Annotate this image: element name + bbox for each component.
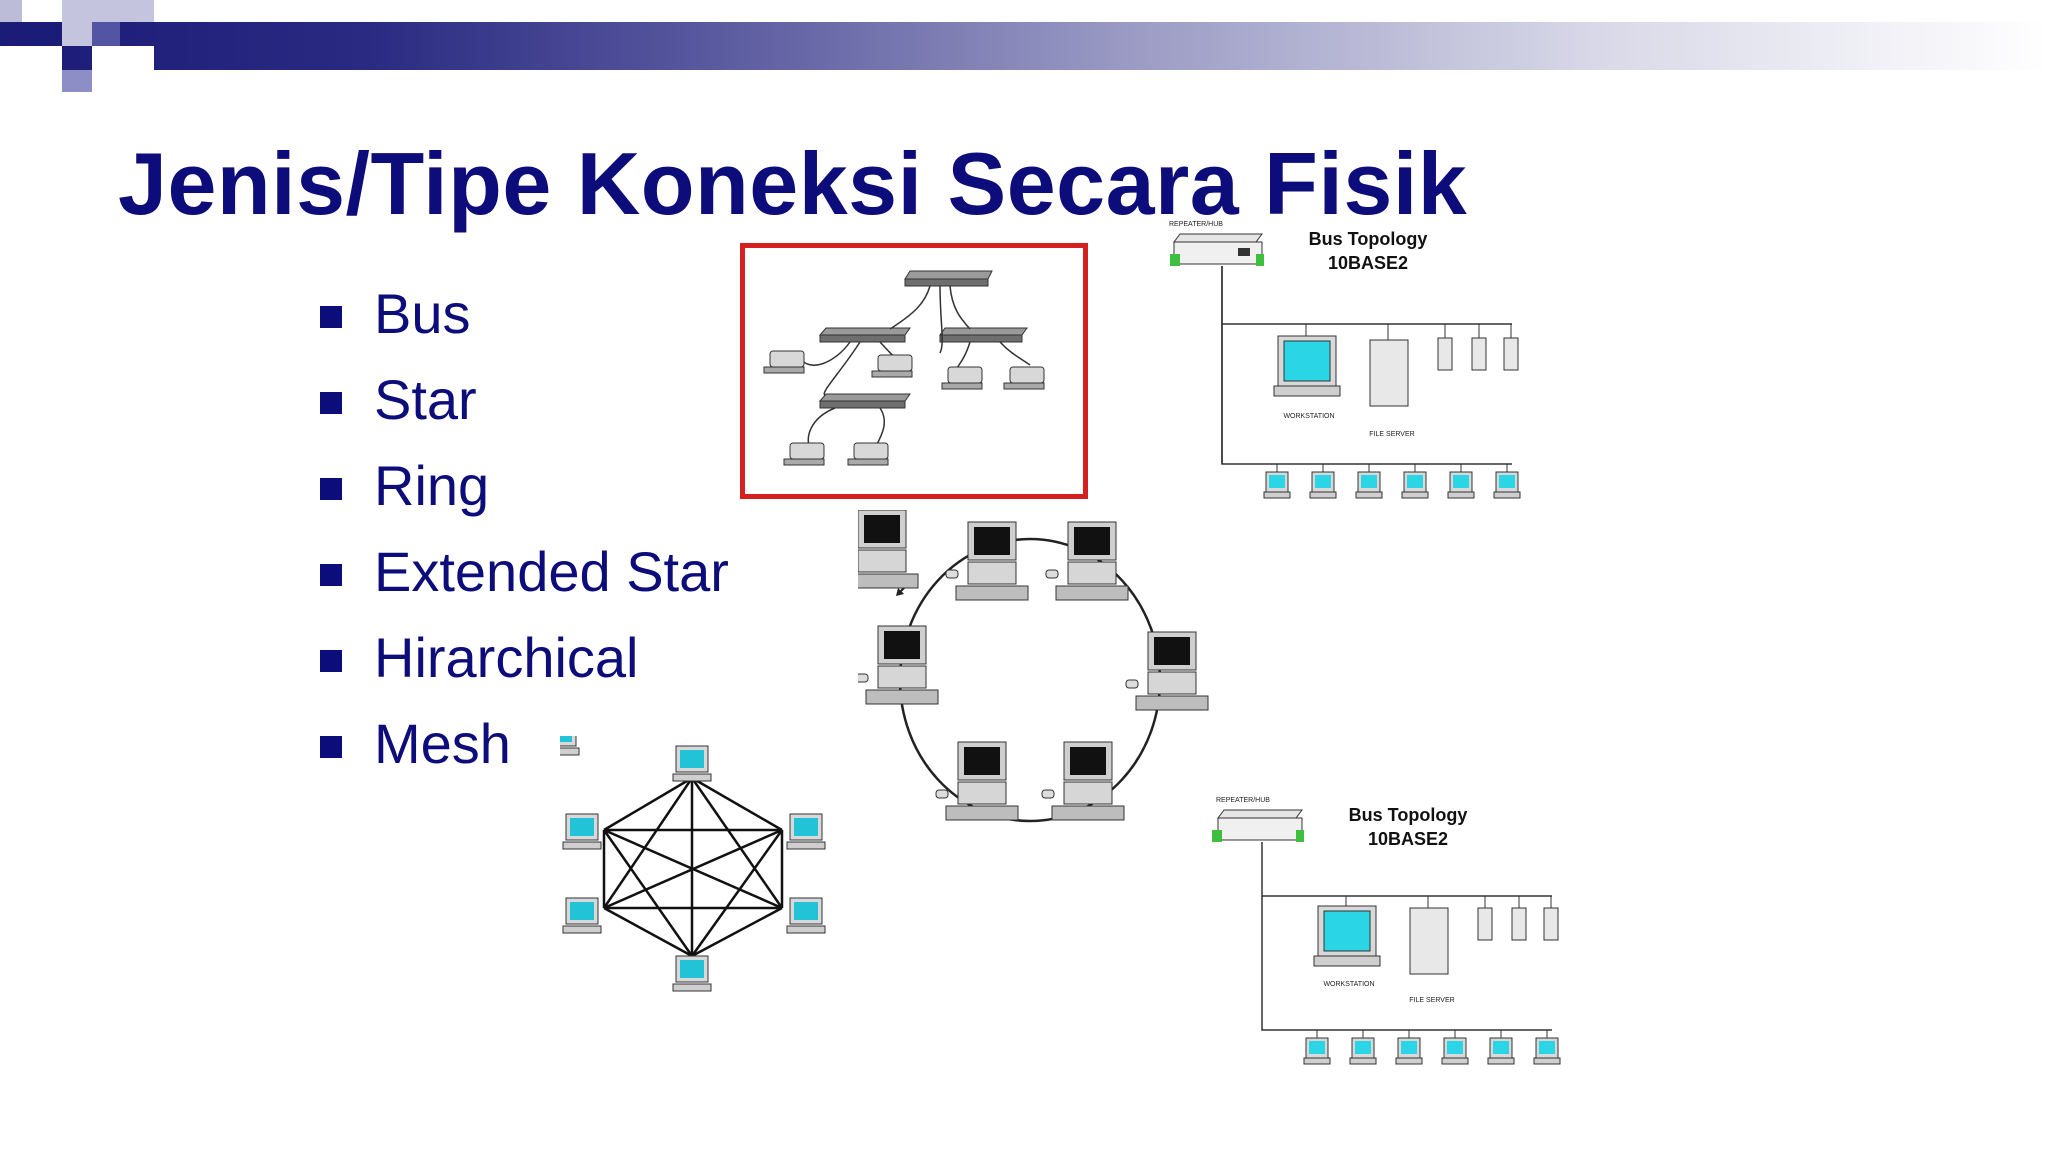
bus-topology-figure-top: REPEATER/HUB Bus Topology 10BASE2 WORKST… bbox=[1166, 214, 1546, 514]
mesh-topology-figure bbox=[560, 736, 836, 998]
bullet-square-icon bbox=[320, 478, 342, 500]
hub-icon bbox=[904, 270, 993, 287]
server-icon bbox=[1369, 324, 1409, 407]
device-icon bbox=[871, 354, 913, 378]
computer-icon bbox=[1045, 521, 1129, 601]
header-square bbox=[92, 22, 120, 46]
bus-topology-figure-bottom: REPEATER/HUB Bus Topology 10BASE2 WORKST… bbox=[1206, 790, 1586, 1090]
device-icon bbox=[1477, 896, 1493, 941]
computer-icon bbox=[786, 897, 826, 934]
server-label: FILE SERVER bbox=[1369, 431, 1414, 438]
computer-icon bbox=[1487, 1030, 1515, 1065]
device-icon bbox=[783, 442, 825, 466]
header-bar bbox=[0, 22, 2048, 70]
bullet-item-mesh: Mesh bbox=[318, 712, 729, 798]
header-square bbox=[0, 0, 22, 22]
header-square bbox=[22, 22, 62, 46]
bullet-square-icon bbox=[320, 392, 342, 414]
bullet-square-icon bbox=[320, 650, 342, 672]
hierarchical-topology-figure bbox=[740, 243, 1088, 499]
bus-title-line1: Bus Topology bbox=[1309, 229, 1428, 249]
computer-icon bbox=[1125, 631, 1209, 711]
computer-icon bbox=[858, 510, 919, 589]
hub-label: REPEATER/HUB bbox=[1169, 221, 1223, 228]
workstation-icon bbox=[1273, 324, 1341, 397]
computer-icon bbox=[1303, 1030, 1331, 1065]
computer-icon bbox=[1447, 464, 1475, 499]
computer-icon bbox=[562, 897, 602, 934]
bus-title-line1: Bus Topology bbox=[1349, 805, 1468, 825]
bullet-item-hirarchical: Hirarchical bbox=[318, 626, 729, 712]
computer-icon bbox=[1533, 1030, 1561, 1065]
bullet-item-ring: Ring bbox=[318, 454, 729, 540]
bullet-label: Ring bbox=[374, 454, 490, 517]
bullet-square-icon bbox=[320, 564, 342, 586]
computer-icon bbox=[672, 955, 712, 992]
bullet-label: Hirarchical bbox=[374, 626, 639, 689]
device-icon bbox=[763, 350, 805, 374]
workstation-label: WORKSTATION bbox=[1323, 981, 1374, 988]
hub-icon bbox=[1212, 809, 1304, 842]
header-square bbox=[120, 46, 154, 70]
computer-icon bbox=[1441, 1030, 1469, 1065]
bullet-square-icon bbox=[320, 736, 342, 758]
computer-icon bbox=[1395, 1030, 1423, 1065]
computer-icon bbox=[672, 745, 712, 782]
device-icon bbox=[941, 366, 983, 390]
hub-icon bbox=[1170, 233, 1264, 266]
device-icon bbox=[1471, 324, 1487, 371]
hub-label: REPEATER/HUB bbox=[1216, 797, 1270, 804]
computer-icon bbox=[1493, 464, 1521, 499]
computer-icon bbox=[1349, 1030, 1377, 1065]
workstation-label: WORKSTATION bbox=[1283, 413, 1334, 420]
computer-icon bbox=[1355, 464, 1383, 499]
computer-icon bbox=[562, 813, 602, 850]
bullet-item-extended-star: Extended Star bbox=[318, 540, 729, 626]
computer-icon bbox=[1309, 464, 1337, 499]
header-square bbox=[0, 70, 62, 92]
bullet-item-star: Star bbox=[318, 368, 729, 454]
device-icon bbox=[1503, 324, 1519, 371]
ring-topology-figure bbox=[858, 510, 1218, 840]
bus-title-line2: 10BASE2 bbox=[1328, 253, 1408, 273]
device-icon bbox=[1437, 324, 1453, 371]
bullet-label: Star bbox=[374, 368, 477, 431]
bullet-label: Bus bbox=[374, 282, 471, 345]
bullet-label: Mesh bbox=[374, 712, 511, 775]
server-label: FILE SERVER bbox=[1409, 997, 1454, 1004]
computer-icon bbox=[935, 741, 1019, 821]
device-icon bbox=[1003, 366, 1045, 390]
bullet-square-icon bbox=[320, 306, 342, 328]
bullet-item-bus: Bus bbox=[318, 282, 729, 368]
workstation-icon bbox=[1313, 896, 1381, 967]
server-icon bbox=[1409, 896, 1449, 975]
slide-title: Jenis/Tipe Koneksi Secara Fisik bbox=[118, 134, 1468, 233]
device-icon bbox=[847, 442, 889, 466]
computer-icon bbox=[786, 813, 826, 850]
computer-icon bbox=[1401, 464, 1429, 499]
header-square bbox=[92, 0, 154, 22]
header-square bbox=[62, 0, 92, 46]
bus-title-line2: 10BASE2 bbox=[1368, 829, 1448, 849]
computer-icon bbox=[858, 625, 939, 705]
bullet-label: Extended Star bbox=[374, 540, 729, 603]
device-icon bbox=[1511, 896, 1527, 941]
bullet-list: Bus Star Ring Extended Star Hirarchical … bbox=[318, 282, 729, 798]
device-icon bbox=[1543, 896, 1559, 941]
computer-icon bbox=[1263, 464, 1291, 499]
computer-icon bbox=[560, 736, 580, 756]
computer-icon bbox=[1041, 741, 1125, 821]
header-square bbox=[62, 70, 92, 92]
